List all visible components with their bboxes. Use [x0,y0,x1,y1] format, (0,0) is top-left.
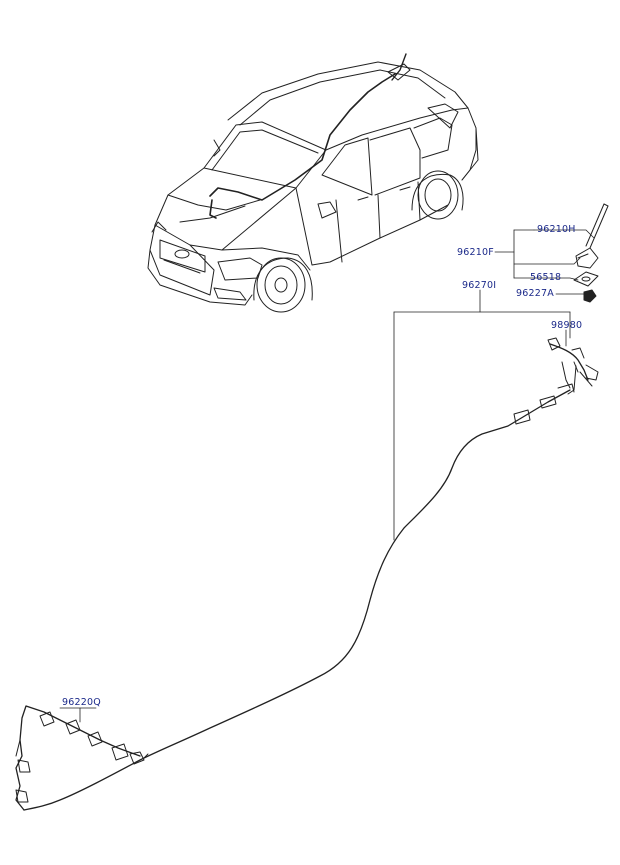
antenna-cable-illustration [15,337,599,811]
callout-lines [59,229,595,723]
label-nut[interactable]: 96227A [516,288,554,299]
label-connector[interactable]: 98980 [551,320,583,331]
antenna-assembly-illustration [573,203,609,303]
label-rear-cable[interactable]: 96220Q [62,697,101,708]
label-antenna-assembly[interactable]: 96210F [457,247,494,258]
vehicle-illustration [147,53,479,313]
label-feeder-cable[interactable]: 96270I [462,280,497,291]
label-gasket[interactable]: 56518 [530,272,562,283]
label-antenna-pole[interactable]: 96210H [537,224,576,235]
